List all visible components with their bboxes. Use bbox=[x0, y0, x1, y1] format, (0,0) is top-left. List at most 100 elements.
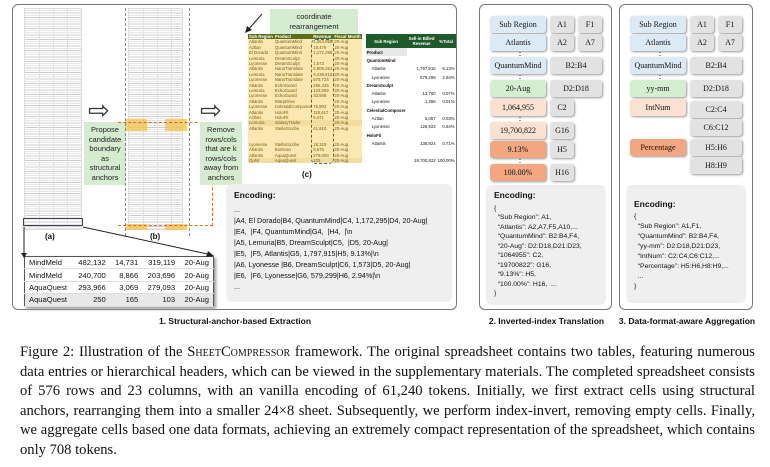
magnify-selection bbox=[23, 218, 83, 226]
encoding-line: “1064955”: C2, bbox=[494, 252, 544, 259]
chip-value: Sub Region bbox=[630, 16, 686, 33]
table-cell: Atlantis bbox=[248, 109, 274, 115]
table-cell: 8,866 bbox=[109, 268, 143, 282]
table-cell: Atlantis bbox=[248, 125, 274, 132]
chip-address: B2:B4 bbox=[550, 57, 602, 74]
right-arrow-icon: ⇨ bbox=[200, 95, 222, 125]
chip-address: G16 bbox=[550, 122, 574, 139]
table-cell: 1,356 bbox=[424, 99, 436, 105]
table-cell: HoloFit bbox=[273, 109, 313, 115]
table-cell: BioScan bbox=[273, 147, 313, 153]
table-cell: Lemuria bbox=[248, 55, 274, 61]
inverted-index-encoding: Encoding: { “Sub Region”: A1, “Atlantis”:… bbox=[486, 185, 606, 305]
chip-address: A7 bbox=[718, 34, 742, 51]
table-cell: Sell-in Billed Revenue bbox=[406, 34, 437, 48]
encoding-line: |E4, |F4, QuantumMind|G4, |H4, |\n bbox=[234, 227, 353, 236]
table-cell: 20-Aug bbox=[333, 60, 362, 67]
table-cell bbox=[312, 131, 334, 137]
table-cell: 3,069 bbox=[109, 281, 143, 295]
chip-address: A2 bbox=[690, 34, 714, 51]
table-cell: 20-Aug bbox=[333, 66, 362, 72]
label-a: (a) bbox=[45, 232, 55, 241]
encoding-line: } bbox=[494, 290, 497, 297]
table-cell: GalaxyTrader bbox=[273, 120, 313, 126]
table-cell: 14,731 bbox=[109, 256, 143, 270]
table-cell: 20-Aug bbox=[333, 120, 362, 126]
table-cell: 20-Aug bbox=[333, 55, 362, 61]
chip-address: H16 bbox=[550, 164, 574, 181]
encoding-title: Encoding: bbox=[494, 190, 536, 200]
encoding-line: “Sub Region”: A1, bbox=[494, 214, 552, 221]
table-cell: Lyonesse bbox=[371, 99, 390, 105]
encoding-line: { bbox=[494, 204, 497, 212]
panel-title: 1. Structural-anchor-based Extraction bbox=[158, 316, 312, 326]
table-cell: 20-Aug bbox=[333, 114, 362, 121]
table-row: QuantumMind bbox=[366, 56, 456, 64]
table-cell: 20-Aug bbox=[333, 104, 362, 110]
table-cell: 13,760 bbox=[422, 91, 436, 97]
table-cell: 20-Aug bbox=[333, 141, 362, 148]
table-cell: NanoTranslate bbox=[273, 71, 313, 78]
caption-label: Figure 2: Illustration of the bbox=[20, 344, 188, 360]
chip-value: Atlantis bbox=[630, 34, 686, 51]
table-cell: 126,922 bbox=[420, 124, 436, 130]
table-cell: QuantumMind bbox=[273, 39, 313, 45]
chip-value: Percentage bbox=[630, 139, 686, 156]
encoding-line: “Percentage”: H5:H6,H8:H9,... bbox=[634, 263, 729, 270]
chip-value: 100.00% bbox=[490, 164, 546, 181]
encoding-line: |A5, Lemuria|B5, DreamSculpt|C5, |D5, 20… bbox=[234, 238, 388, 247]
encoding-line: ... bbox=[634, 273, 644, 280]
table-cell: 5,675 bbox=[312, 147, 334, 153]
table-cell: 20-Aug bbox=[333, 50, 362, 56]
table-cell: Product bbox=[365, 48, 407, 57]
table-cell: HoloFit bbox=[366, 132, 382, 138]
extraction-encoding: Encoding:...|A4, El Dorado|B4, QuantumMi… bbox=[226, 184, 452, 302]
chip-address: F1 bbox=[578, 16, 602, 33]
table-row bbox=[248, 136, 362, 142]
table-cell: 0.71% bbox=[442, 140, 455, 146]
table-cell: CelestialComposer bbox=[366, 107, 406, 113]
coordinate-rearrangement-note: coordinate rearrangement bbox=[270, 9, 358, 34]
encoding-line: ... bbox=[234, 205, 240, 214]
table-cell: AquaQuest bbox=[24, 293, 73, 307]
table-cell: AquaQuest bbox=[273, 152, 313, 158]
chip-value: 9.13% bbox=[490, 141, 546, 158]
table-cell: 103 bbox=[142, 293, 180, 307]
table-cell: WarpDrive bbox=[273, 98, 313, 105]
encoding-line: { bbox=[634, 213, 637, 220]
chip-address: A7 bbox=[578, 34, 602, 51]
table-cell: 2.94% bbox=[442, 74, 455, 80]
table-cell: QuantumMind bbox=[273, 50, 313, 56]
encoding-line: |A6, Lyonesse |B6, DreamSculpt|C6, 1,573… bbox=[234, 260, 411, 269]
table-row: CelestialComposer bbox=[366, 106, 456, 114]
table-cell: 203,696 bbox=[142, 268, 180, 282]
table-cell: Lemuria bbox=[248, 71, 274, 78]
table-cell bbox=[437, 131, 456, 139]
table-cell: 482,132 bbox=[72, 256, 110, 270]
table-cell: Aztlan bbox=[248, 114, 274, 121]
encoding-line: “IntNum”: C2:C4,C6:C12,... bbox=[634, 253, 720, 260]
encoding-line: “Atlantis”: A2,A7,F5,A10,... bbox=[494, 223, 578, 231]
table-cell: 18,315 bbox=[312, 141, 334, 148]
chip-value: 1,064,955 bbox=[490, 99, 546, 116]
table-cell bbox=[407, 81, 437, 89]
table-cell: DreamSculpt bbox=[273, 60, 313, 67]
table-cell: Lyonesse bbox=[371, 124, 390, 130]
chip-value: 20-Aug bbox=[490, 80, 546, 97]
table-cell bbox=[248, 136, 274, 142]
table-cell: 20-Aug bbox=[333, 152, 362, 158]
table-cell: Atlantis bbox=[371, 140, 386, 146]
caption-text: framework. The original spreadsheet cont… bbox=[20, 344, 755, 458]
pointer-arrow-icon bbox=[245, 13, 263, 33]
table-cell: 103 bbox=[312, 157, 334, 164]
encoding-line: “9.13%”: H5, bbox=[494, 271, 536, 278]
